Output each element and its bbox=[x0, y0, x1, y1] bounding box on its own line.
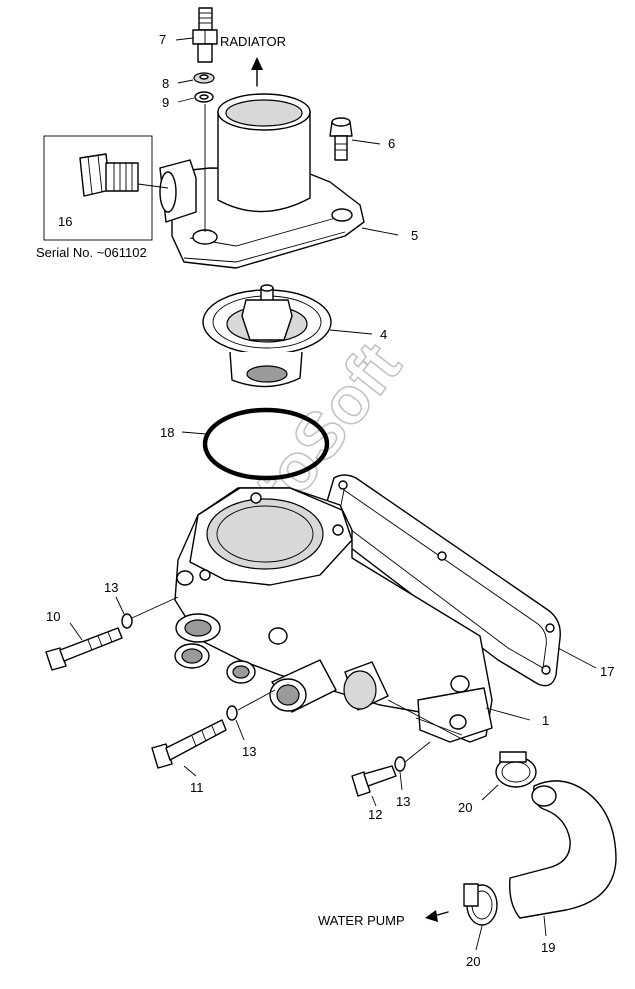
part-18-o-ring bbox=[202, 407, 330, 481]
outlet-pipe bbox=[343, 661, 389, 711]
label-1: 1 bbox=[542, 713, 549, 728]
label-13-upper: 13 bbox=[104, 580, 118, 595]
leader-lines bbox=[69, 37, 597, 951]
part-16-inset bbox=[43, 135, 169, 241]
part-20-clamp-lower bbox=[463, 883, 498, 926]
label-10: 10 bbox=[46, 609, 60, 624]
label-9: 9 bbox=[162, 95, 169, 110]
label-12: 12 bbox=[368, 807, 382, 822]
part-12-bolt bbox=[351, 765, 397, 797]
bypass-port bbox=[269, 659, 337, 713]
label-18: 18 bbox=[160, 425, 174, 440]
label-19: 19 bbox=[541, 940, 555, 955]
label-13-right: 13 bbox=[396, 794, 410, 809]
label-5: 5 bbox=[411, 228, 418, 243]
part-19-hose bbox=[509, 780, 617, 919]
labels: 7 8 9 6 5 16 4 18 17 1 10 13 11 13 12 13… bbox=[36, 32, 614, 969]
label-4: 4 bbox=[380, 327, 387, 342]
serial-number-caption: Serial No. ~061102 bbox=[36, 245, 147, 260]
label-6: 6 bbox=[388, 136, 395, 151]
label-20-upper: 20 bbox=[458, 800, 472, 815]
part-1-thermostat-housing bbox=[174, 487, 493, 743]
label-11: 11 bbox=[190, 780, 204, 795]
label-20-lower: 20 bbox=[466, 954, 480, 969]
part-4-thermostat bbox=[202, 284, 332, 388]
label-13-lower: 13 bbox=[242, 744, 256, 759]
part-5-thermostat-cover bbox=[159, 93, 365, 269]
part-8-washer bbox=[193, 72, 215, 84]
part-13-washer-upper bbox=[121, 613, 133, 629]
label-8: 8 bbox=[162, 76, 169, 91]
part-20-clamp-upper bbox=[495, 751, 537, 788]
water-pump-caption: WATER PUMP bbox=[318, 913, 405, 928]
part-13-washer-right bbox=[394, 756, 406, 772]
part-6-bolt bbox=[329, 117, 353, 161]
part-9-washer bbox=[194, 91, 214, 103]
label-7: 7 bbox=[159, 32, 166, 47]
part-7-nipple bbox=[192, 7, 218, 63]
label-16: 16 bbox=[58, 214, 72, 229]
side-port-small bbox=[226, 660, 256, 684]
radiator-caption: RADIATOR bbox=[220, 34, 286, 49]
side-port-upper bbox=[175, 613, 221, 643]
radiator-arrow bbox=[251, 57, 263, 87]
part-13-washer-lower bbox=[226, 705, 238, 721]
label-17: 17 bbox=[600, 664, 614, 679]
part-17-gasket bbox=[323, 474, 561, 687]
part-11-bolt bbox=[151, 719, 227, 769]
water-pump-arrow bbox=[425, 910, 449, 922]
side-port-lower bbox=[174, 643, 210, 669]
part-10-bolt bbox=[45, 627, 123, 671]
